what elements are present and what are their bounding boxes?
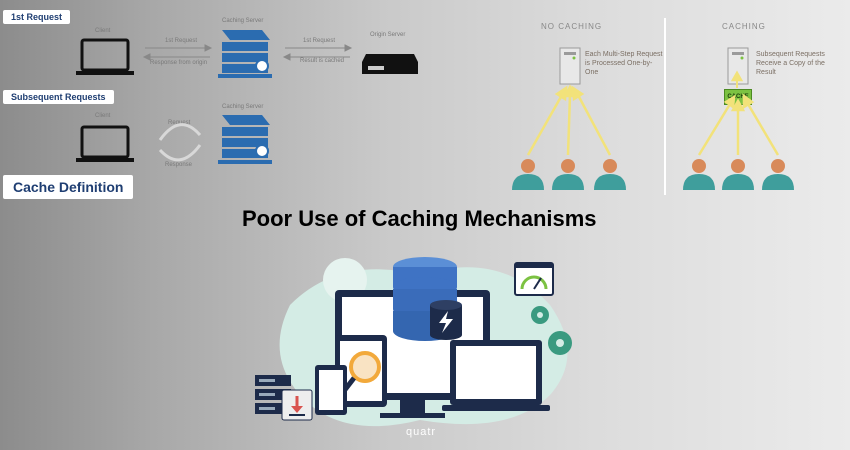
database-illustration (255, 257, 572, 427)
gear-icon (531, 306, 572, 355)
client-label-2: Client (95, 113, 111, 119)
caching-comparison-drawing (512, 18, 794, 195)
cache-definition-tag: Cache Definition (3, 175, 134, 199)
laptop-icon (76, 125, 134, 162)
caching-heading: CACHING (722, 22, 766, 31)
watermark-logo: quatr (406, 426, 437, 438)
arrow-label-1st-request-origin: 1st Request (303, 38, 336, 44)
cycle-arrows (158, 123, 202, 162)
lightning-icon (430, 300, 462, 340)
caching-comparison-panel: NO CACHING CACHING Each Multi-Step Reque… (500, 0, 850, 205)
flow-arrows (142, 44, 353, 61)
laptop-icon (76, 38, 134, 75)
arrow-label-result-cached: Result is cached (300, 58, 345, 64)
caching-note: Subsequent Requests Receive a Copy of th… (756, 51, 825, 76)
download-icon (281, 389, 313, 421)
client-label: Client (95, 28, 111, 34)
caching-server-icon (218, 115, 272, 164)
laptop-icon (442, 340, 550, 411)
first-request-tag: 1st Request (3, 10, 71, 24)
arrow-label-request: Request (168, 120, 191, 126)
arrow-label-response: Response (165, 162, 193, 168)
user-icons (512, 159, 794, 190)
request-arrows (526, 84, 612, 156)
origin-server-label: Origin Server (370, 32, 406, 38)
caching-server-icon (218, 30, 272, 78)
origin-server-icon (362, 54, 418, 74)
no-caching-heading: NO CACHING (541, 22, 603, 31)
arrow-label-response-from-origin: Response from origin (150, 60, 208, 66)
page-title: Poor Use of Caching Mechanisms (242, 206, 597, 231)
request-arrows (697, 70, 780, 156)
caching-flow-drawing (76, 30, 418, 164)
caching-flow-panel: 1st Request Subsequent Requests Cache De… (0, 0, 430, 205)
caching-server-label: Caching Server (222, 18, 264, 24)
phone-icon (315, 365, 347, 415)
gauge-icon (514, 262, 554, 296)
arrow-label-1st-request: 1st Request (165, 38, 198, 44)
no-caching-note: Each Multi-Step Request is Processed One… (585, 51, 663, 76)
server-icon (559, 47, 581, 85)
server-rack-icon (255, 375, 291, 414)
subsequent-requests-tag: Subsequent Requests (3, 90, 114, 104)
caching-server-label-2: Caching Server (222, 104, 264, 110)
